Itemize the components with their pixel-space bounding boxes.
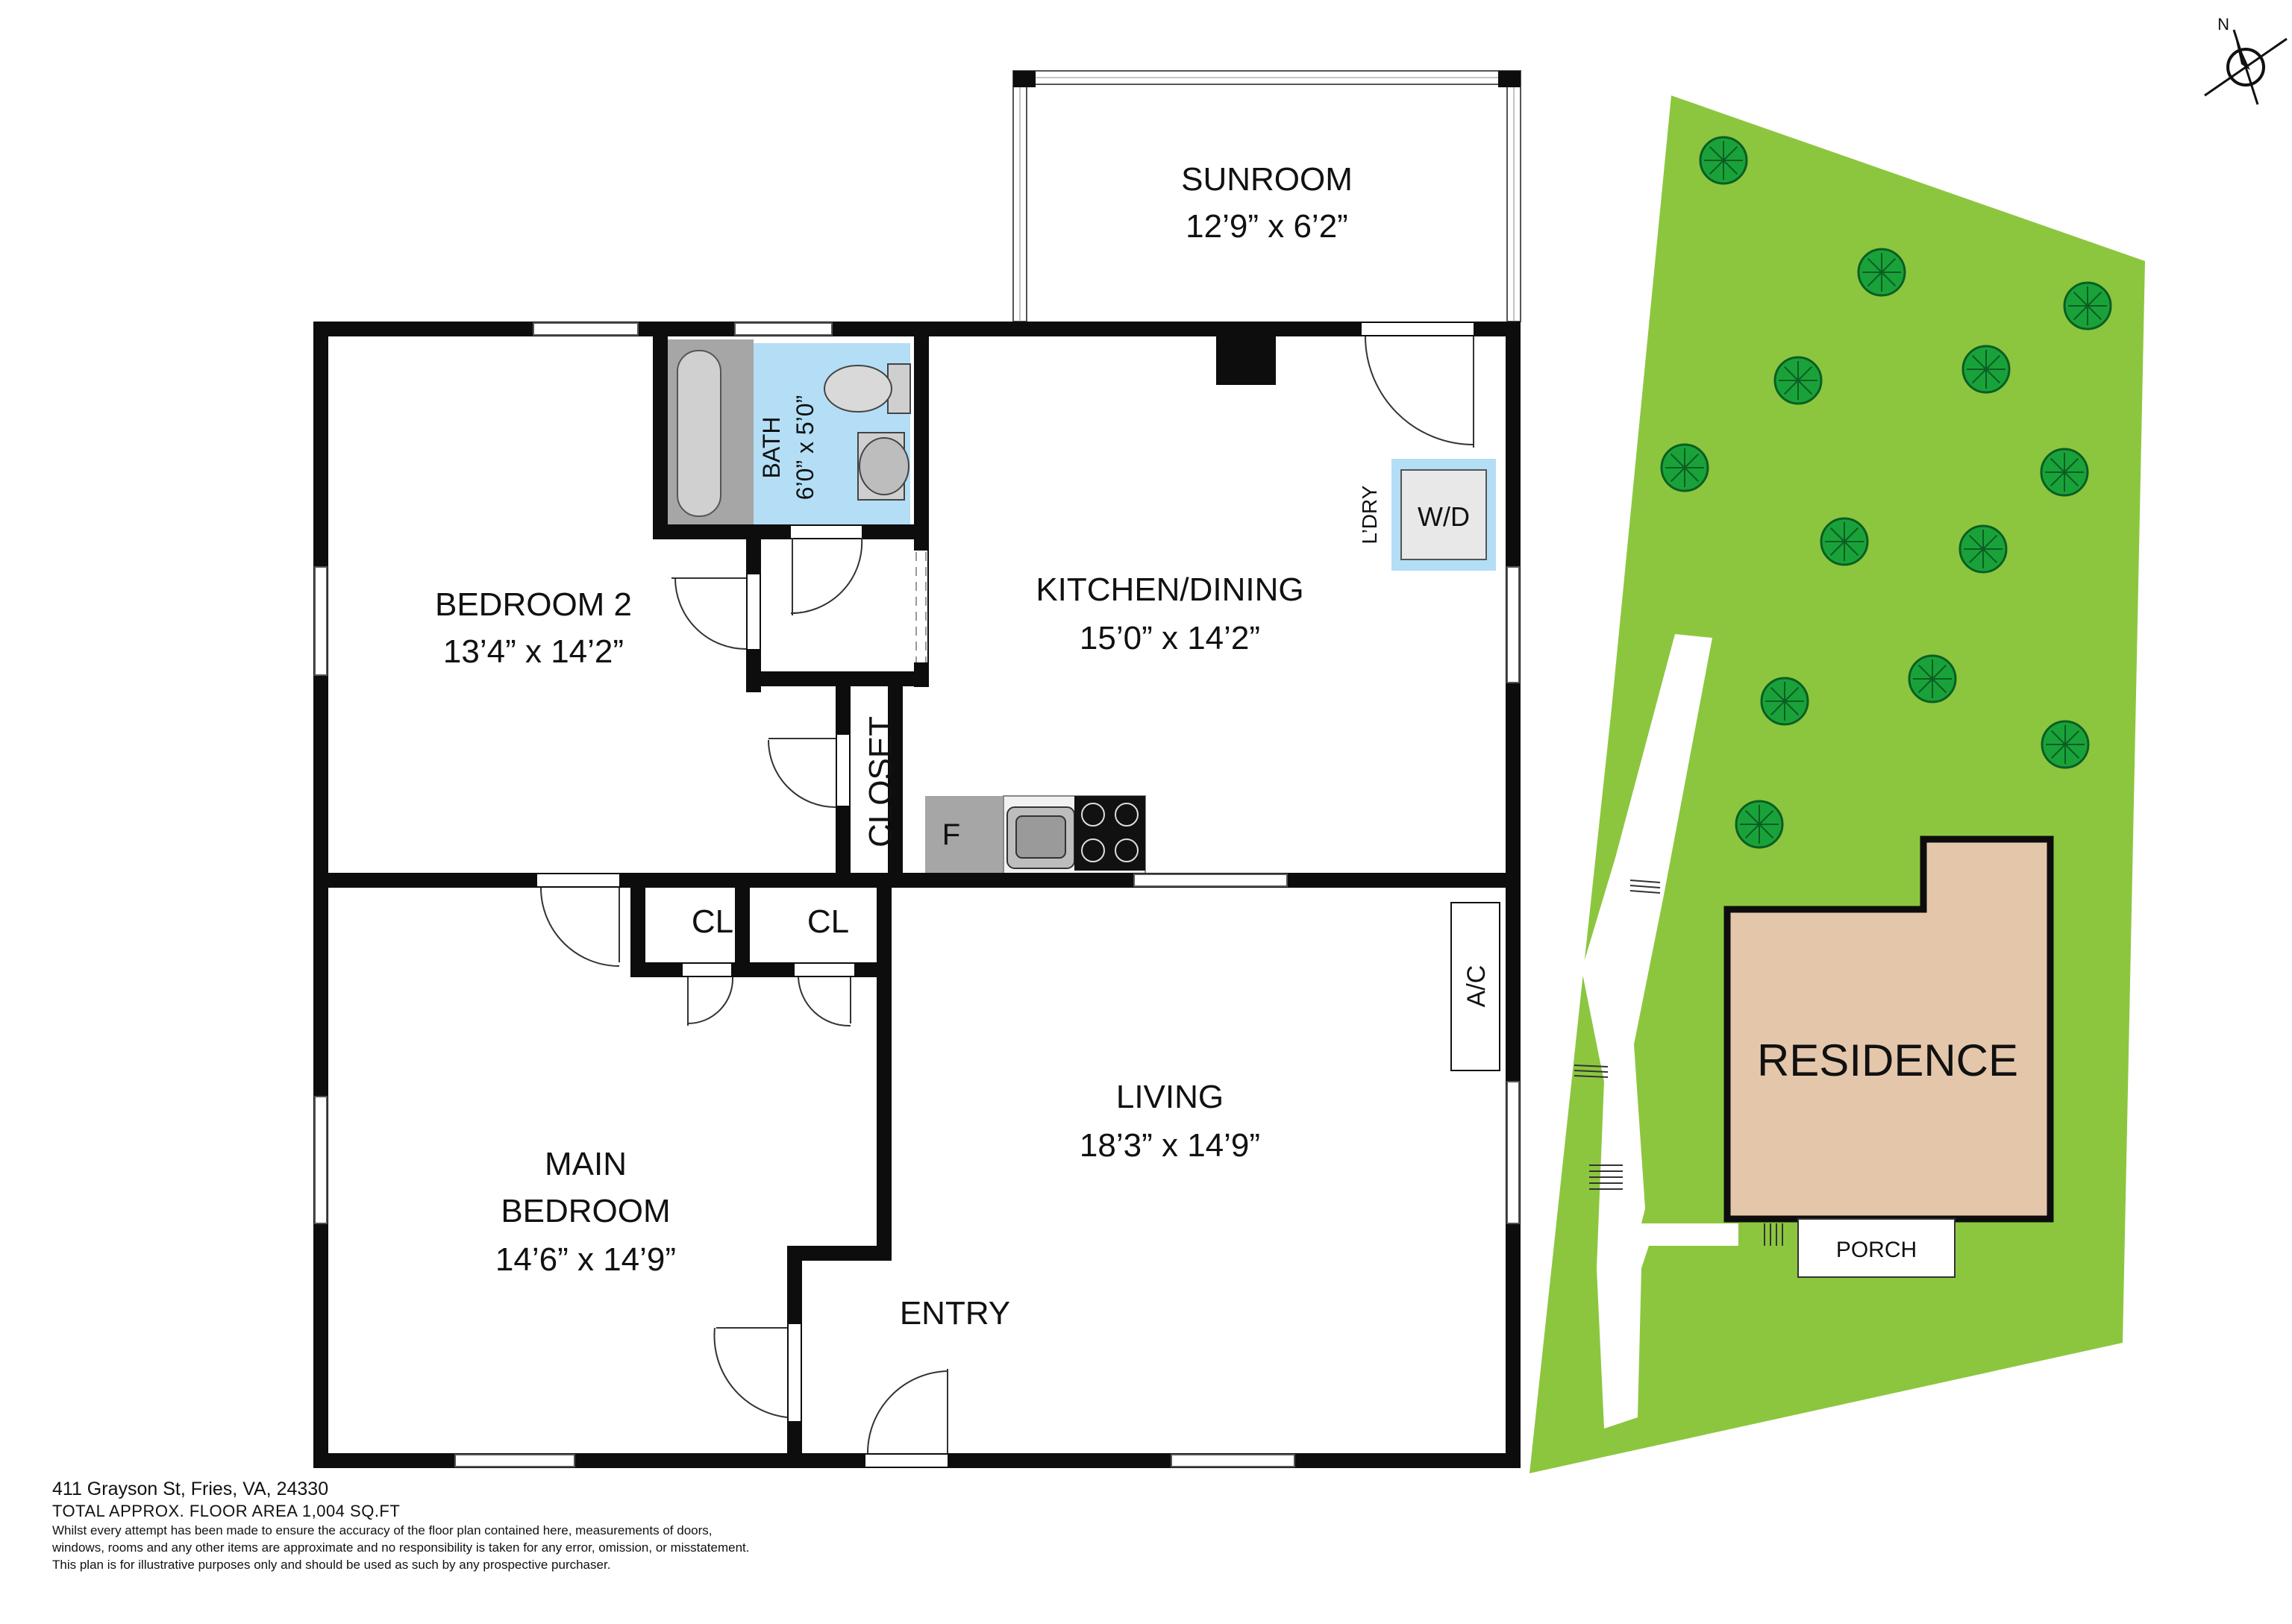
room-labels: SUNROOM 12’9” x 6’2” BEDROOM 2 13’4” x 1… [435, 161, 1491, 1332]
walkway [1582, 634, 1738, 1429]
tree-icon [1958, 524, 2008, 574]
tree-icon [1773, 356, 1823, 405]
main-bedroom-line1: MAIN [545, 1146, 627, 1182]
washer-dryer-label: W/D [1418, 501, 1470, 532]
laundry-label: L’DRY [1358, 485, 1381, 544]
residence-label: RESIDENCE [1757, 1035, 2018, 1085]
tree-icon [1699, 136, 1748, 185]
ac-unit [1450, 902, 1500, 1071]
residence-footprint [1723, 835, 2054, 1223]
door-cl1 [687, 976, 734, 1026]
closet-name: CLOSET [862, 716, 899, 847]
ac-label: A/C [1462, 965, 1491, 1008]
window-bath [734, 322, 833, 336]
tree-icon [2040, 448, 2089, 497]
sunroom-name: SUNROOM [1181, 161, 1353, 198]
stove [1074, 796, 1145, 871]
sunroom-frame [1012, 70, 1521, 322]
window-main-bedroom-bottom [454, 1454, 575, 1467]
kitchen-name: KITCHEN/DINING [1036, 571, 1303, 608]
total-area: TOTAL APPROX. FLOOR AREA 1,004 SQ.FT [52, 1502, 401, 1520]
entry-name: ENTRY [900, 1295, 1010, 1332]
cl2-name: CL [807, 903, 849, 940]
tree-icon [2063, 281, 2112, 330]
living-dims: 18’3” x 14’9” [1080, 1127, 1260, 1164]
porch-label: PORCH [1836, 1238, 1917, 1262]
north-label: N [2217, 15, 2229, 34]
door-main-bedroom-entry [713, 1327, 788, 1418]
stove-burners [1081, 803, 1139, 862]
tree-icon [1857, 248, 1906, 297]
bedroom2-name: BEDROOM 2 [435, 586, 632, 623]
main-bedroom-line2: BEDROOM [501, 1193, 670, 1229]
address: 411 Grayson St, Fries, VA, 24330 [52, 1479, 329, 1499]
main-bedroom-dims: 14’6” x 14’9” [495, 1241, 676, 1278]
kitchen-dims: 15’0” x 14’2” [1080, 620, 1260, 656]
kitchen-sink-basin [1015, 815, 1066, 859]
bath-name: BATH [758, 417, 785, 479]
tree-icon [1735, 800, 1784, 849]
tree-icon [1908, 654, 1957, 703]
door-front-entry [867, 1369, 948, 1454]
window-living-right [1506, 1081, 1520, 1224]
bath-sink-bowl [859, 437, 909, 495]
window-bedroom2-left [314, 566, 328, 676]
door-closet [768, 738, 836, 808]
bedroom2-dims: 13’4” x 14’2” [443, 633, 624, 670]
porch [1797, 1218, 1956, 1278]
window-kitchen-right [1506, 566, 1520, 683]
disclaimer-line-1: Whilst every attempt has been made to en… [52, 1523, 713, 1537]
fridge [925, 796, 1003, 878]
site-plan: RESIDENCE PORCH [1529, 95, 2145, 1473]
bathtub-basin [677, 350, 721, 517]
bath-dims: 6’0” x 5’0” [792, 395, 818, 501]
window-living-bottom [1171, 1454, 1295, 1467]
fridge-label: F [942, 818, 960, 851]
door-swings [540, 336, 1474, 1454]
door-cl2 [798, 976, 851, 1027]
sunroom-dims: 12’9” x 6’2” [1186, 208, 1348, 245]
disclaimer-line-2: windows, rooms and any other items are a… [52, 1540, 750, 1555]
house-plan: SUNROOM 12’9” x 6’2” BEDROOM 2 13’4” x 1… [313, 70, 1521, 1468]
door-bedroom2 [671, 577, 747, 650]
toilet-bowl [824, 365, 892, 413]
compass-icon: N [2204, 15, 2288, 105]
tree-icon [1961, 345, 2011, 394]
opening-kitchen-living [1133, 874, 1288, 887]
window-bedroom2-top [533, 322, 639, 336]
window-main-bedroom-left [314, 1096, 328, 1224]
trees [1660, 136, 2112, 849]
hall-opening-dashes [915, 552, 927, 662]
walkway-steps [1574, 880, 1783, 1246]
tree-icon [1660, 443, 1709, 492]
tree-icon [1820, 517, 1869, 566]
cl1-name: CL [692, 903, 733, 940]
living-name: LIVING [1116, 1079, 1224, 1115]
tree-icon [2041, 720, 2090, 769]
washer-dryer [1400, 469, 1487, 560]
tree-icon [1760, 677, 1809, 726]
door-openings [537, 323, 1474, 1467]
chimney [1216, 336, 1276, 385]
door-kitchen-back [1365, 336, 1474, 448]
door-bath [790, 537, 863, 615]
disclaimer-line-3: This plan is for illustrative purposes o… [52, 1558, 611, 1572]
windows [314, 322, 1520, 1467]
footer: 411 Grayson St, Fries, VA, 24330 TOTAL A… [52, 1477, 1097, 1573]
door-main-bedroom-top [540, 887, 620, 967]
